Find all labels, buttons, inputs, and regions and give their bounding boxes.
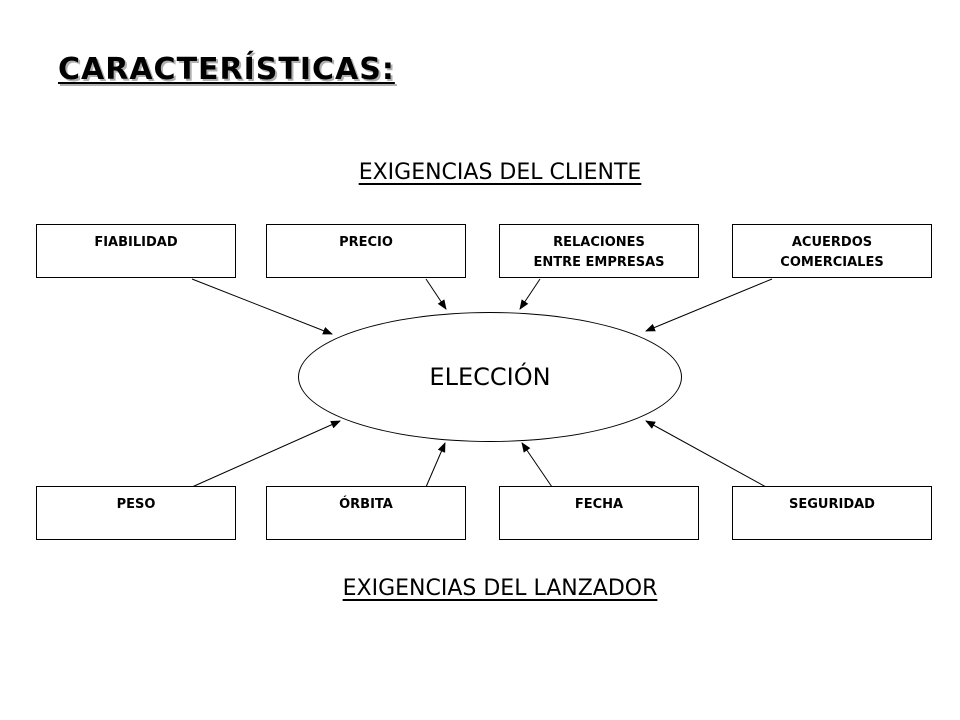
arrow-fecha [521, 442, 553, 488]
eleccion-label: ELECCIÓN [429, 363, 551, 391]
launcher-requirements-heading: EXIGENCIAS DEL LANZADOR [342, 576, 658, 601]
box-seguridad: SEGURIDAD [732, 486, 932, 540]
eleccion-ellipse: ELECCIÓN [298, 312, 682, 442]
box-label-precio: PRECIO [339, 235, 393, 250]
box-label-acuerdos-comerciales: ACUERDOS COMERCIALES [780, 235, 884, 270]
client-requirements-heading: EXIGENCIAS DEL CLIENTE [358, 160, 642, 185]
arrow-acuerdos [645, 278, 773, 332]
box-fiabilidad: FIABILIDAD [36, 224, 236, 278]
box-label-peso: PESO [116, 497, 156, 512]
box-label-relaciones-entre-empresas: RELACIONES ENTRE EMPRESAS [533, 235, 665, 270]
box-label-fecha: FECHA [574, 497, 624, 512]
arrow-precio [425, 278, 447, 310]
slide-title: CARACTERÍSTICAS: [58, 52, 395, 87]
arrow-fiabilidad [191, 278, 333, 335]
box-fecha: FECHA [499, 486, 699, 540]
box-acuerdos-comerciales: ACUERDOS COMERCIALES [732, 224, 932, 278]
arrow-orbita [425, 442, 446, 488]
arrow-peso [191, 420, 341, 488]
arrow-relaciones [519, 278, 541, 310]
box-orbita: ÓRBITA [266, 486, 466, 540]
box-label-orbita: ÓRBITA [339, 497, 393, 512]
box-precio: PRECIO [266, 224, 466, 278]
box-label-fiabilidad: FIABILIDAD [94, 235, 178, 250]
box-label-seguridad: SEGURIDAD [789, 497, 875, 512]
arrow-seguridad [645, 420, 767, 488]
box-relaciones-entre-empresas: RELACIONES ENTRE EMPRESAS [499, 224, 699, 278]
box-peso: PESO [36, 486, 236, 540]
